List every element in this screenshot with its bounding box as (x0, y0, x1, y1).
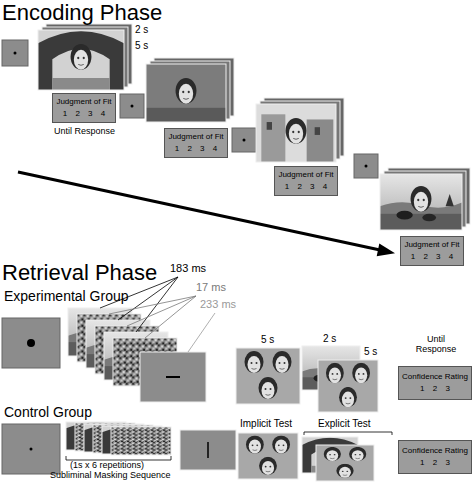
time-arrow (18, 172, 395, 256)
drawing-rect (238, 433, 298, 479)
annotation-label: Explicit Test (318, 418, 371, 430)
drawing-circle (27, 339, 35, 347)
annotation-label: 5 s (135, 40, 148, 52)
annotation-label: Until Response (54, 126, 115, 136)
drawing-line (207, 442, 209, 458)
drawing-rect (256, 104, 336, 162)
rating-title: Confidence Rating (402, 446, 468, 456)
rating-title: Judgment of Fit (56, 97, 111, 107)
annotation-label: Subliminal Masking Sequence (50, 470, 171, 480)
annotation-label: 5 s (261, 334, 274, 346)
rating-box: Confidence Rating 1 2 3 (398, 366, 472, 400)
annotation-label: 2 s (323, 333, 336, 345)
drawing-use (411, 186, 432, 212)
drawing-use (146, 64, 226, 122)
drawing-rect (2, 318, 60, 368)
rating-scale: 1 2 3 4 (63, 109, 105, 119)
drawing-line (127, 296, 196, 326)
drawing-use (256, 104, 336, 162)
scene-face-stack (38, 24, 132, 90)
drawing-line (166, 376, 180, 378)
scene-face-stack (256, 98, 344, 162)
masking-sequence (66, 422, 171, 455)
rating-title: Judgment of Fit (278, 170, 333, 180)
annotation-label: Experimental Group (4, 288, 129, 304)
rating-scale: 1 2 3 4 (411, 252, 453, 262)
drawing-rect (146, 64, 226, 122)
drawing-use (176, 78, 197, 104)
rating-box: Judgment of Fit 1 2 3 4 (52, 93, 116, 123)
annotation-label: 17 ms (196, 281, 226, 294)
rating-title: Judgment of Fit (168, 132, 223, 142)
rating-box: Judgment of Fit 1 2 3 4 (164, 128, 228, 158)
drawing-polygon (377, 243, 395, 256)
drawing-rect (2, 40, 28, 66)
rating-box: Judgment of Fit 1 2 3 4 (400, 236, 464, 266)
drawing-rect (380, 174, 462, 230)
annotation-label: (1s x 6 repetitions) (70, 460, 144, 470)
drawing-circle (30, 448, 33, 451)
rating-title: Confidence Rating (402, 372, 468, 382)
drawing-rect (236, 348, 300, 404)
drawing-rect (120, 94, 144, 118)
rating-box: Judgment of Fit 1 2 3 4 (274, 166, 338, 196)
scene-face-stack (146, 58, 234, 122)
drawing-line (145, 296, 196, 338)
drawing-rect (232, 128, 256, 152)
annotation-label: Control Group (4, 404, 92, 420)
annotation-label: Until Response (408, 334, 464, 355)
drawing-use (111, 427, 171, 455)
drawing-line (18, 172, 380, 250)
rating-scale: 1 2 3 4 (175, 144, 217, 154)
annotation-label: Implicit Test (240, 418, 292, 430)
drawing-rect (140, 352, 206, 402)
rating-title: Judgment of Fit (404, 240, 459, 250)
drawing-use (236, 348, 300, 404)
annotation-label: 183 ms (170, 262, 206, 275)
annotation-label: 2 s (135, 24, 148, 36)
drawing-use (380, 174, 462, 230)
drawing-rect (38, 30, 124, 90)
face-panel (238, 433, 374, 481)
scene-face-stack (380, 168, 470, 230)
annotation-label: 5 s (364, 346, 377, 358)
drawing-circle (365, 165, 368, 168)
drawing-rect (318, 360, 378, 412)
drawing-use (38, 30, 124, 90)
drawing-use (286, 118, 307, 144)
test-bracket (304, 432, 392, 435)
drawing-circle (243, 139, 246, 142)
annotation-label: 233 ms (200, 298, 236, 311)
rating-scale: 1 2 3 4 (285, 182, 327, 192)
phase-heading: Encoding Phase (2, 0, 162, 25)
drawing-use (71, 44, 92, 70)
drawing-rect (316, 445, 374, 481)
rating-box: Confidence Rating 1 2 3 (398, 440, 472, 474)
blank-screen (180, 430, 236, 470)
rating-scale: 1 2 3 (420, 458, 450, 468)
fixation-screen (2, 424, 60, 474)
sequence-bracket (66, 456, 171, 460)
blank-screen (140, 352, 206, 402)
drawing-rect (2, 424, 60, 474)
fixation-screen (2, 318, 60, 368)
drawing-use (316, 445, 374, 481)
drawing-line (188, 313, 215, 352)
drawing-circle (14, 52, 17, 55)
drawing-rect (111, 427, 171, 455)
drawing-rect (180, 430, 236, 470)
drawing-line (136, 277, 178, 332)
phase-heading: Retrieval Phase (2, 260, 157, 285)
rating-scale: 1 2 3 (420, 384, 450, 394)
drawing-use (318, 360, 378, 412)
drawing-rect (354, 154, 378, 178)
drawing-circle (131, 105, 134, 108)
drawing-use (238, 433, 298, 479)
face-panel (236, 346, 378, 412)
